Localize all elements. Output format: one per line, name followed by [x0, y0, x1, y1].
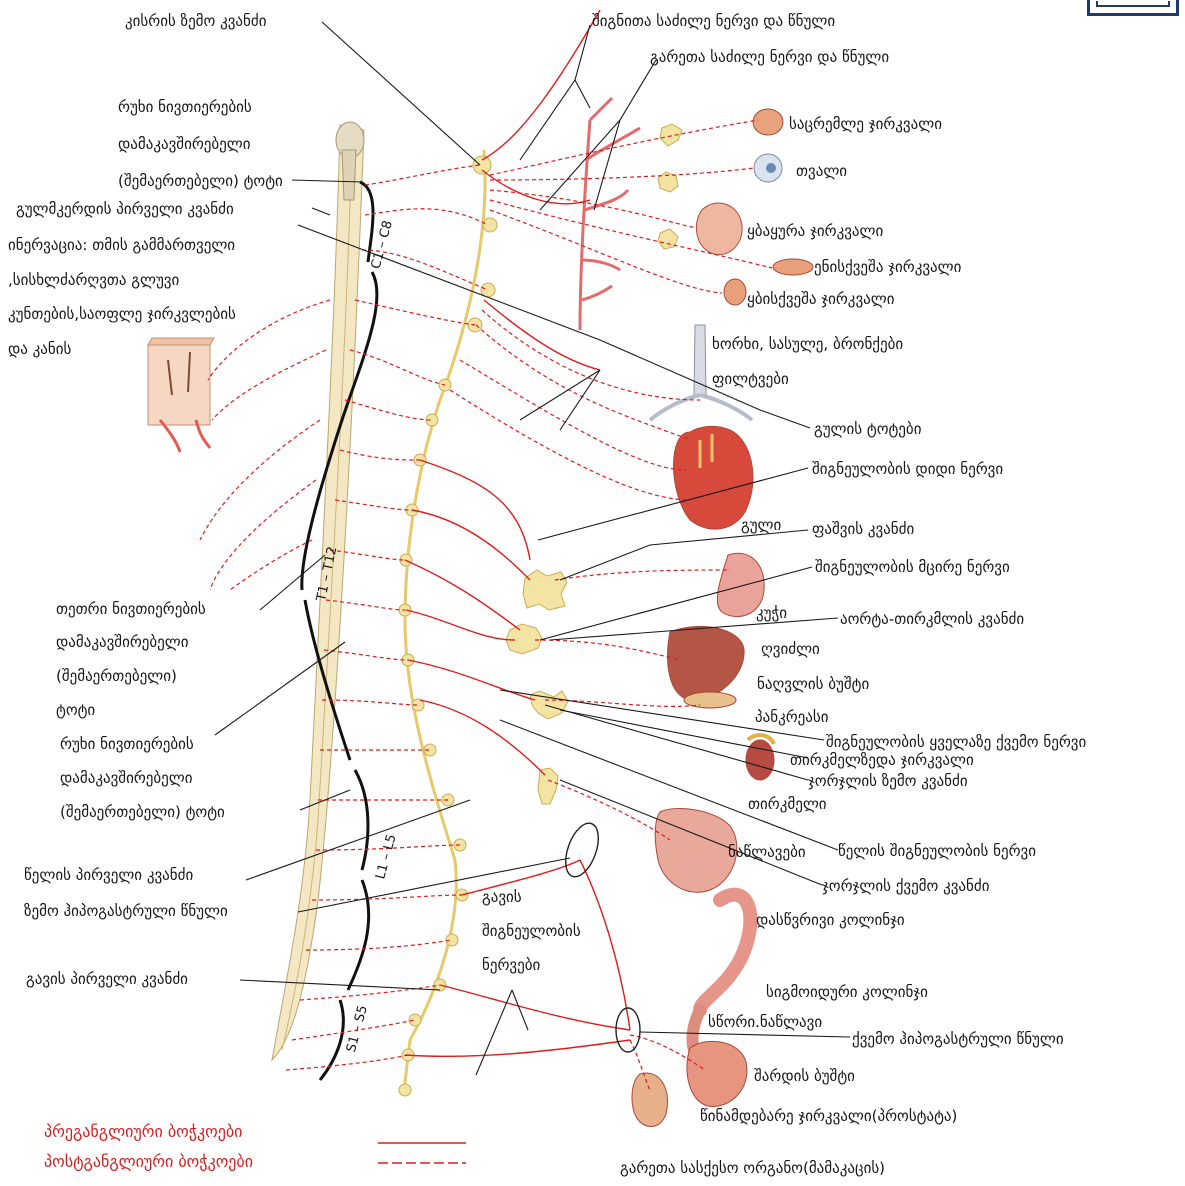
label-kidney: თირკმელი — [748, 795, 827, 813]
label-superior-mesenteric: ჯორჯლის ზემო კვანძი — [808, 772, 968, 790]
label-lumbar-splanchnic: წელის შიგნეულობის ნერვი — [838, 842, 1036, 860]
label-gallbladder: ნაღვლის ბუშტი — [757, 675, 869, 693]
label-innervation-line4: და კანის — [8, 340, 71, 358]
label-superior-cervical-ganglion: კისრის ზემო კვანძი — [125, 12, 266, 30]
legend-preganglionic-label: პრეგანგლიური ბოჭკოები — [44, 1122, 242, 1141]
skin-illustration — [148, 338, 214, 452]
label-external-genitalia: გარეთა სასქესო ორგანო(მამაკაცის) — [620, 1159, 885, 1177]
label-submandibular: ყბისქვეშა ჯირკვალი — [747, 290, 894, 308]
label-first-sacral-ganglion: გავის პირველი კვანძი — [26, 970, 188, 988]
label-innervation-line3: კუნთების,საოფლე ჯირკვლების — [8, 305, 236, 323]
label-sigmoid-colon: სიგმოიდური კოლინჯი — [766, 983, 928, 1001]
label-lacrimal-gland: საცრემლე ჯირკვალი — [789, 115, 942, 133]
head-arteries — [580, 98, 640, 330]
label-adrenal: თირკმელზედა ჯირკვალი — [790, 751, 974, 769]
label-sacral-splanchnic-line3: ნერვები — [482, 956, 540, 974]
label-sacral-splanchnic-line2: შიგნეულობის — [482, 922, 581, 940]
label-celiac-ganglion: ფაშვის კვანძი — [812, 520, 914, 538]
label-lungs: ფილტვები — [712, 370, 789, 388]
label-liver: ღვიძლი — [761, 640, 820, 658]
label-superior-hypogastric: ზემო ჰიპოგასტრული წნული — [24, 902, 228, 920]
label-greater-splanchnic: შიგნეულობის დიდი ნერვი — [812, 460, 1003, 478]
label-gray-ramus-1-line2: დამაკავშირებელი — [118, 135, 251, 153]
label-inferior-mesenteric: ჯორჯლის ქვემო კვანძი — [822, 877, 989, 895]
legend-postganglionic-label: პოსტგანგლიური ბოჭკოები — [44, 1152, 253, 1171]
label-gray-ramus-1-line3: (შემაერთებელი) ტოტი — [118, 172, 283, 190]
label-lesser-splanchnic: შიგნეულობის მცირე ნერვი — [815, 558, 1010, 576]
label-white-ramus-line4: ტოტი — [56, 701, 95, 719]
label-gray-ramus-2-line1: რუხი ნივთიერების — [60, 735, 194, 753]
label-white-ramus-line3: (შემაერთებელი) — [56, 667, 177, 685]
label-innervation-line1: ინერვაცია: თმის გამმართველი — [8, 236, 235, 254]
label-least-splanchnic: შიგნეულობის ყველაზე ქვემო ნერვი — [826, 733, 1086, 751]
label-intestines: ნაწლავები — [728, 843, 806, 861]
label-heart: გული — [741, 516, 781, 534]
label-prostate: წინამდებარე ჯირკვალი(პროსტატა) — [700, 1107, 957, 1125]
label-internal-carotid: შიგნითა საძილე ნერვი და წნული — [592, 12, 835, 30]
label-eye: თვალი — [796, 162, 847, 180]
label-first-thoracic-ganglion: გულმკერდის პირველი კვანძი — [16, 200, 234, 218]
label-aorticorenal: აორტა-თირკმლის კვანძი — [840, 610, 1024, 628]
label-sublingual: ენისქვეშა ჯირკვალი — [814, 258, 961, 276]
label-sacral-splanchnic-line1: გავის — [482, 888, 522, 906]
label-rectum: სწორი.ნაწლავი — [708, 1013, 822, 1031]
label-white-ramus-line2: დამაკავშირებელი — [56, 633, 189, 651]
label-gray-ramus-2-line2: დამაკავშირებელი — [60, 769, 193, 787]
label-bladder: შარდის ბუშტი — [754, 1067, 855, 1085]
label-external-carotid: გარეთა საძილე ნერვი და წნული — [650, 48, 889, 66]
label-larynx: ხორხი, სასულე, ბრონქები — [712, 335, 903, 353]
label-gray-ramus-1-line1: რუხი ნივთიერების — [118, 98, 252, 116]
label-inferior-hypogastric: ქვემო ჰიპოგასტრული წნული — [852, 1030, 1064, 1048]
label-gray-ramus-2-line3: (შემაერთებელი) ტოტი — [60, 803, 225, 821]
label-white-ramus-line1: თეთრი ნივთიერების — [56, 600, 206, 618]
label-parotid: ყბაყურა ჯირკვალი — [747, 222, 883, 240]
label-cardiac-branches: გულის ტოტები — [814, 420, 921, 438]
label-descending-colon: დასწვრივი კოლინჯი — [756, 911, 905, 929]
label-stomach: კუჭი — [756, 604, 787, 622]
label-first-lumbar-ganglion: წელის პირველი კვანძი — [24, 866, 193, 884]
label-pancreas: პანკრეასი — [755, 708, 829, 726]
label-innervation-line2: ,სისხლძარღვთა გლუვი — [8, 271, 179, 289]
